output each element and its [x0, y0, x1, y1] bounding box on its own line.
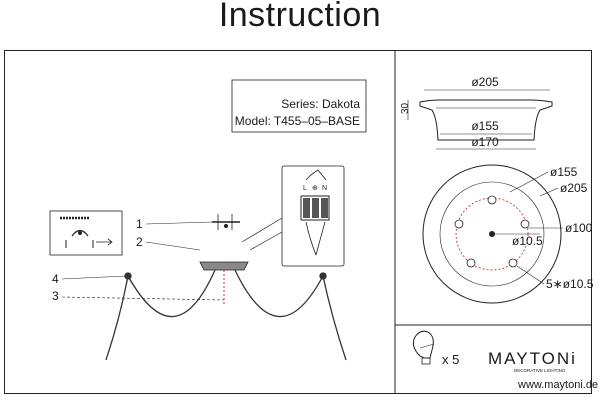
bulb-count: x 5 — [442, 352, 459, 367]
mounting-plate — [212, 214, 240, 230]
canopy-bottom-view: ø155 ø205 ø100 ø10.5 5∗ø10.5 — [422, 164, 594, 304]
model-info-box: Series: Dakota Model: T455–05–BASE — [231, 79, 367, 133]
lamp-arms — [105, 269, 347, 361]
dim-inner-170: ø170 — [471, 135, 499, 149]
callout-3: 3 — [52, 289, 59, 303]
bracket-detail-inset — [49, 210, 123, 256]
website-url: www.maytoni.de — [517, 379, 598, 391]
model-label: Model: T455–05–BASE — [235, 114, 360, 128]
dim-100-bottom: ø100 — [565, 221, 593, 235]
dim-width-205: ø205 — [471, 75, 499, 89]
callouts: 1 2 3 4 — [52, 217, 225, 303]
callout-1: 1 — [136, 217, 143, 231]
terminal-label-l: L — [303, 185, 307, 192]
dim-205-bottom: ø205 — [560, 181, 588, 195]
canopy — [199, 261, 249, 305]
dim-inner-155: ø155 — [471, 119, 499, 133]
dim-155-bottom: ø155 — [550, 165, 578, 179]
terminal-block-inset: L ⊕ N — [281, 165, 345, 267]
callout-4: 4 — [52, 272, 59, 286]
brand-logo: MAYTONi — [488, 349, 577, 368]
series-label: Series: Dakota — [281, 97, 360, 111]
page-title: Instruction — [218, 0, 382, 34]
callout-2: 2 — [136, 235, 143, 249]
dim-hole-center: ø10.5 — [512, 234, 543, 248]
terminal-label-earth: ⊕ — [312, 185, 318, 192]
bulb-icon — [412, 330, 435, 365]
dim-holes-count: 5∗ø10.5 — [546, 277, 594, 291]
drawing-frame — [4, 50, 592, 394]
dim-height-30: 30 — [400, 102, 411, 114]
brand-subtitle: DECORATIVE LIGHTING — [514, 368, 566, 373]
canopy-side-view: ø205 30 ø155 ø170 — [400, 75, 553, 150]
terminal-label-n: N — [322, 185, 327, 192]
